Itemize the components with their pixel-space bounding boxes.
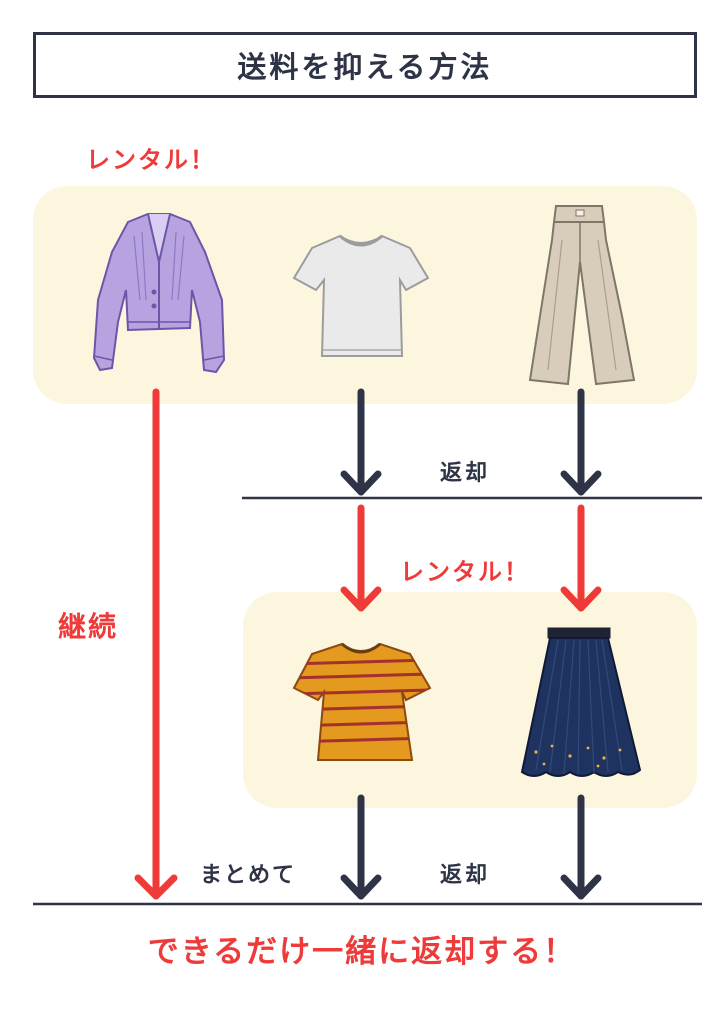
skirt-icon xyxy=(520,627,642,777)
tshirt-icon xyxy=(292,234,430,357)
return-label-first: 返却 xyxy=(440,461,491,486)
return-label-second: 返却 xyxy=(440,863,491,888)
continue-arrow xyxy=(134,388,178,900)
return-arrow-skirt xyxy=(560,794,602,900)
conclusion-text: できるだけ一緒に返却する！ xyxy=(147,934,577,970)
together-label: まとめて xyxy=(200,863,297,888)
cardigan-icon xyxy=(92,213,226,374)
page-title: 送料を抑える方法 xyxy=(237,50,493,84)
return-arrow-striped xyxy=(340,794,382,900)
striped-tshirt-icon xyxy=(292,642,432,761)
pants-icon xyxy=(528,205,636,386)
title-box: 送料を抑える方法 xyxy=(33,32,697,98)
return-arrow-tshirt xyxy=(340,388,382,496)
rental-label-top: レンタル！ xyxy=(86,146,216,174)
rental-label-middle: レンタル！ xyxy=(400,558,530,586)
continue-label: 継続 xyxy=(58,610,119,643)
rental-arrow-left xyxy=(340,504,382,612)
rental-arrow-right xyxy=(560,504,602,612)
return-arrow-pants xyxy=(560,388,602,496)
